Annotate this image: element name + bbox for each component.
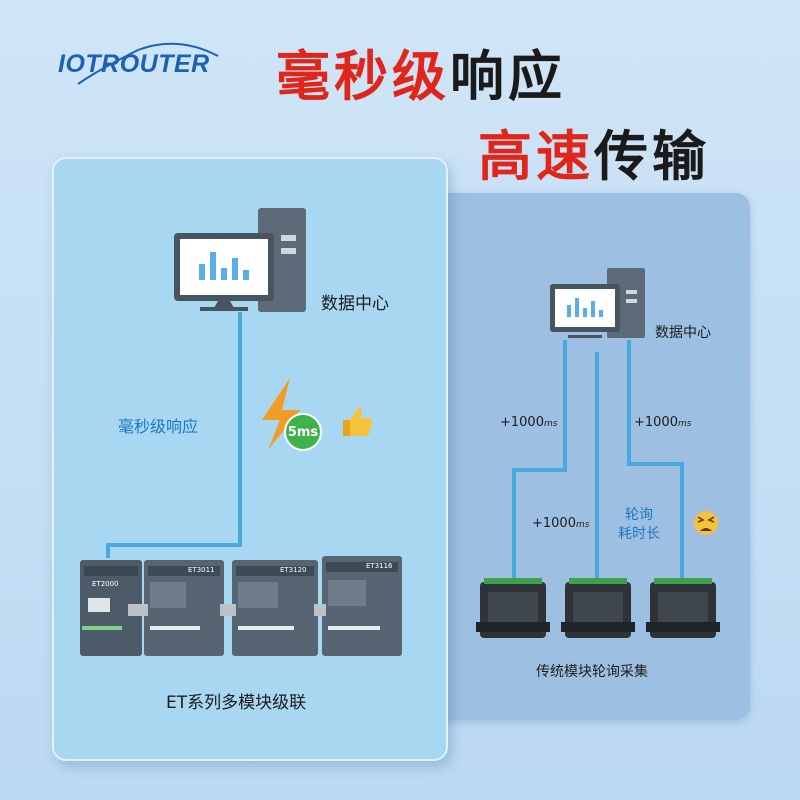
polling-label-line-2: 耗时长 (618, 526, 660, 542)
headline-2-red: 高速 (478, 125, 594, 188)
headline-line-1: 毫秒级响应 (276, 32, 566, 111)
computer-icon (174, 208, 306, 312)
thumbs-up-icon (343, 406, 373, 436)
traditional-module-group (476, 578, 720, 638)
millisecond-response-label: 毫秒级响应 (118, 417, 199, 436)
module-id-et3116: ET3116 (366, 562, 393, 570)
headline-1-dark: 响应 (450, 45, 566, 108)
lightning-icon (262, 378, 300, 450)
logo-text: IOTROUTER (58, 50, 210, 78)
headline-line-2: 高速传输 (478, 112, 710, 191)
module-id-et3120: ET3120 (280, 566, 307, 574)
headline-1-red: 毫秒级 (276, 45, 450, 108)
brand-logo: IOTROUTER (58, 40, 228, 90)
et-cascade-label: ET系列多模块级联 (166, 693, 307, 713)
data-center-label-traditional: 数据中心 (655, 325, 711, 341)
polling-lines (512, 340, 684, 582)
fast-link-line (106, 312, 242, 558)
headline-2-dark: 传输 (594, 125, 710, 188)
traditional-polling-label: 传统模块轮询采集 (536, 664, 648, 680)
latency-badge: 5ms (284, 413, 322, 451)
polling-time-label: 轮询 耗时长 (618, 506, 660, 544)
delay-label-right: +1000ms (634, 415, 692, 430)
data-center-label: 数据中心 (321, 294, 389, 314)
polling-label-line-1: 轮询 (625, 507, 653, 523)
module-id-et2000: ET2000 (92, 580, 119, 588)
et-module-group (80, 556, 402, 656)
delay-label-middle: +1000ms (532, 516, 590, 531)
tired-face-icon (694, 511, 718, 535)
delay-label-left: +1000ms (500, 415, 558, 430)
logo-swoosh-icon (77, 42, 219, 85)
module-id-et3011: ET3011 (188, 566, 215, 574)
computer-icon (550, 268, 645, 338)
